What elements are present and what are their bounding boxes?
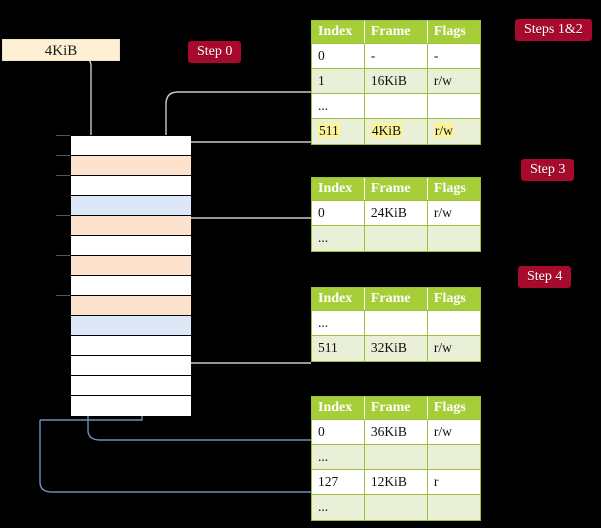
table-row[interactable]: ...	[312, 310, 480, 336]
level-1-page-table-r1-frame	[364, 444, 428, 470]
memory-tick-8	[56, 295, 70, 296]
level-1-page-table-r3-flags	[427, 494, 480, 520]
level-4-page-table-r2-frame	[364, 93, 428, 119]
level-3-page-table-r1-index: ...	[312, 225, 365, 251]
memory-tick-0	[56, 135, 70, 136]
highlighted-value: 511	[318, 123, 340, 139]
level-1-page-table-r3-index: ...	[312, 494, 365, 520]
level-4-page-table-r0-index: 0	[312, 43, 365, 69]
level-2-page-table-header-flags: Flags	[427, 288, 480, 311]
level-4-page-table-header-frame: Frame	[364, 21, 428, 44]
level-4-page-table-r1-flags: r/w	[427, 68, 480, 94]
level-3-page-table-r1-frame	[364, 225, 428, 251]
memory-tick-4	[56, 215, 70, 216]
memory-frame-row-8	[71, 296, 191, 316]
level-4-page-table-r3-frame: 4KiB	[364, 118, 428, 144]
memory-tick-6	[56, 255, 70, 256]
highlighted-value: 4KiB	[370, 123, 403, 139]
level-2-page-table-header-frame: Frame	[364, 288, 428, 311]
level-4-page-table-r3-flags: r/w	[427, 118, 480, 144]
memory-frame-row-9	[71, 316, 191, 336]
level-1-page-table-r0-index: 0	[312, 419, 365, 445]
level-1-page-table-header-flags: Flags	[427, 397, 480, 420]
level-2-page-table-r1-index: 511	[312, 335, 365, 361]
table-row[interactable]: ...	[312, 494, 480, 520]
memory-frame-row-3	[71, 196, 191, 216]
level-1-page-table-r2-index: 127	[312, 469, 365, 495]
level-1-page-table-header-index: Index	[312, 397, 365, 420]
level-1-page-table-r0-frame: 36KiB	[364, 419, 428, 445]
source-frame-label: 4KiB	[44, 43, 78, 59]
level-2-page-table-r0-frame	[364, 310, 428, 336]
wire-l1-index127-path	[39, 420, 311, 493]
table-row[interactable]: ...	[312, 225, 480, 251]
level-2-page-table-r0-flags	[427, 310, 480, 336]
table-row[interactable]: ...	[312, 444, 480, 470]
memory-frame-row-4	[71, 216, 191, 236]
level-3-page-table-r1-flags	[427, 225, 480, 251]
memory-frame-row-0	[71, 136, 191, 156]
level-3-page-table-header-index: Index	[312, 178, 365, 201]
level-4-page-table-r2-index: ...	[312, 93, 365, 119]
level-2-page-table-r1-frame: 32KiB	[364, 335, 428, 361]
memory-frame-row-6	[71, 256, 191, 276]
level-1-page-table-r0-flags: r/w	[427, 419, 480, 445]
wire-l2-to-mem	[177, 314, 311, 364]
memory-frame-row-10	[71, 336, 191, 356]
level-2-page-table-r0-index: ...	[312, 310, 365, 336]
wire-4kib-to-mem	[61, 52, 98, 152]
level-4-page-table-header-index: Index	[312, 21, 365, 44]
memory-frame-row-12	[71, 376, 191, 396]
level-3-page-table-header-flags: Flags	[427, 178, 480, 201]
memory-frame-row-13	[71, 396, 191, 416]
table-row[interactable]: ...	[312, 93, 480, 119]
level-1-page-table-r1-flags	[427, 444, 480, 470]
level-2-page-table-header-index: Index	[312, 288, 365, 311]
memory-frame-row-11	[71, 356, 191, 376]
level-4-page-table-r1-index: 1	[312, 68, 365, 94]
level-4-page-table-r2-flags	[427, 93, 480, 119]
memory-frame-row-2	[71, 176, 191, 196]
level-1-page-table-r1-index: ...	[312, 444, 365, 470]
level-3-page-table-r0-frame: 24KiB	[364, 200, 428, 226]
step-badge-0: Step 0	[188, 41, 242, 63]
level-1-page-table-r3-frame	[364, 494, 428, 520]
level-4-page-table-r0-flags: -	[427, 43, 480, 69]
level-3-page-table-r0-flags: r/w	[427, 200, 480, 226]
level-3-page-table-r0-index: 0	[312, 200, 365, 226]
level-4-page-table-r0-frame: -	[364, 43, 428, 69]
memory-frame-row-5	[71, 236, 191, 256]
level-4-page-table-r1-frame: 16KiB	[364, 68, 428, 94]
step-badge-1: Steps 1&2	[515, 19, 592, 41]
source-frame-box: 4KiB	[2, 39, 120, 61]
physical-memory-column	[70, 135, 191, 416]
level-1-page-table-header-frame: Frame	[364, 397, 428, 420]
step-badge-2: Step 3	[521, 159, 575, 181]
table-row[interactable]: 0--	[312, 43, 480, 69]
memory-tick-2	[56, 175, 70, 176]
highlighted-value: r/w	[433, 123, 454, 139]
memory-frame-row-7	[71, 276, 191, 296]
level-1-page-table-r2-flags: r	[427, 469, 480, 495]
level-3-page-table-header-frame: Frame	[364, 178, 428, 201]
level-2-page-table-r1-flags: r/w	[427, 335, 480, 361]
step-badge-3: Step 4	[518, 266, 572, 288]
memory-frame-row-1	[71, 156, 191, 176]
level-1-page-table-r2-frame: 12KiB	[364, 469, 428, 495]
level-4-page-table-r3-index: 511	[312, 118, 365, 144]
memory-tick-1	[56, 155, 70, 156]
level-4-page-table-header-flags: Flags	[427, 21, 480, 44]
table-row[interactable]: 511 4KiB r/w	[312, 118, 480, 144]
